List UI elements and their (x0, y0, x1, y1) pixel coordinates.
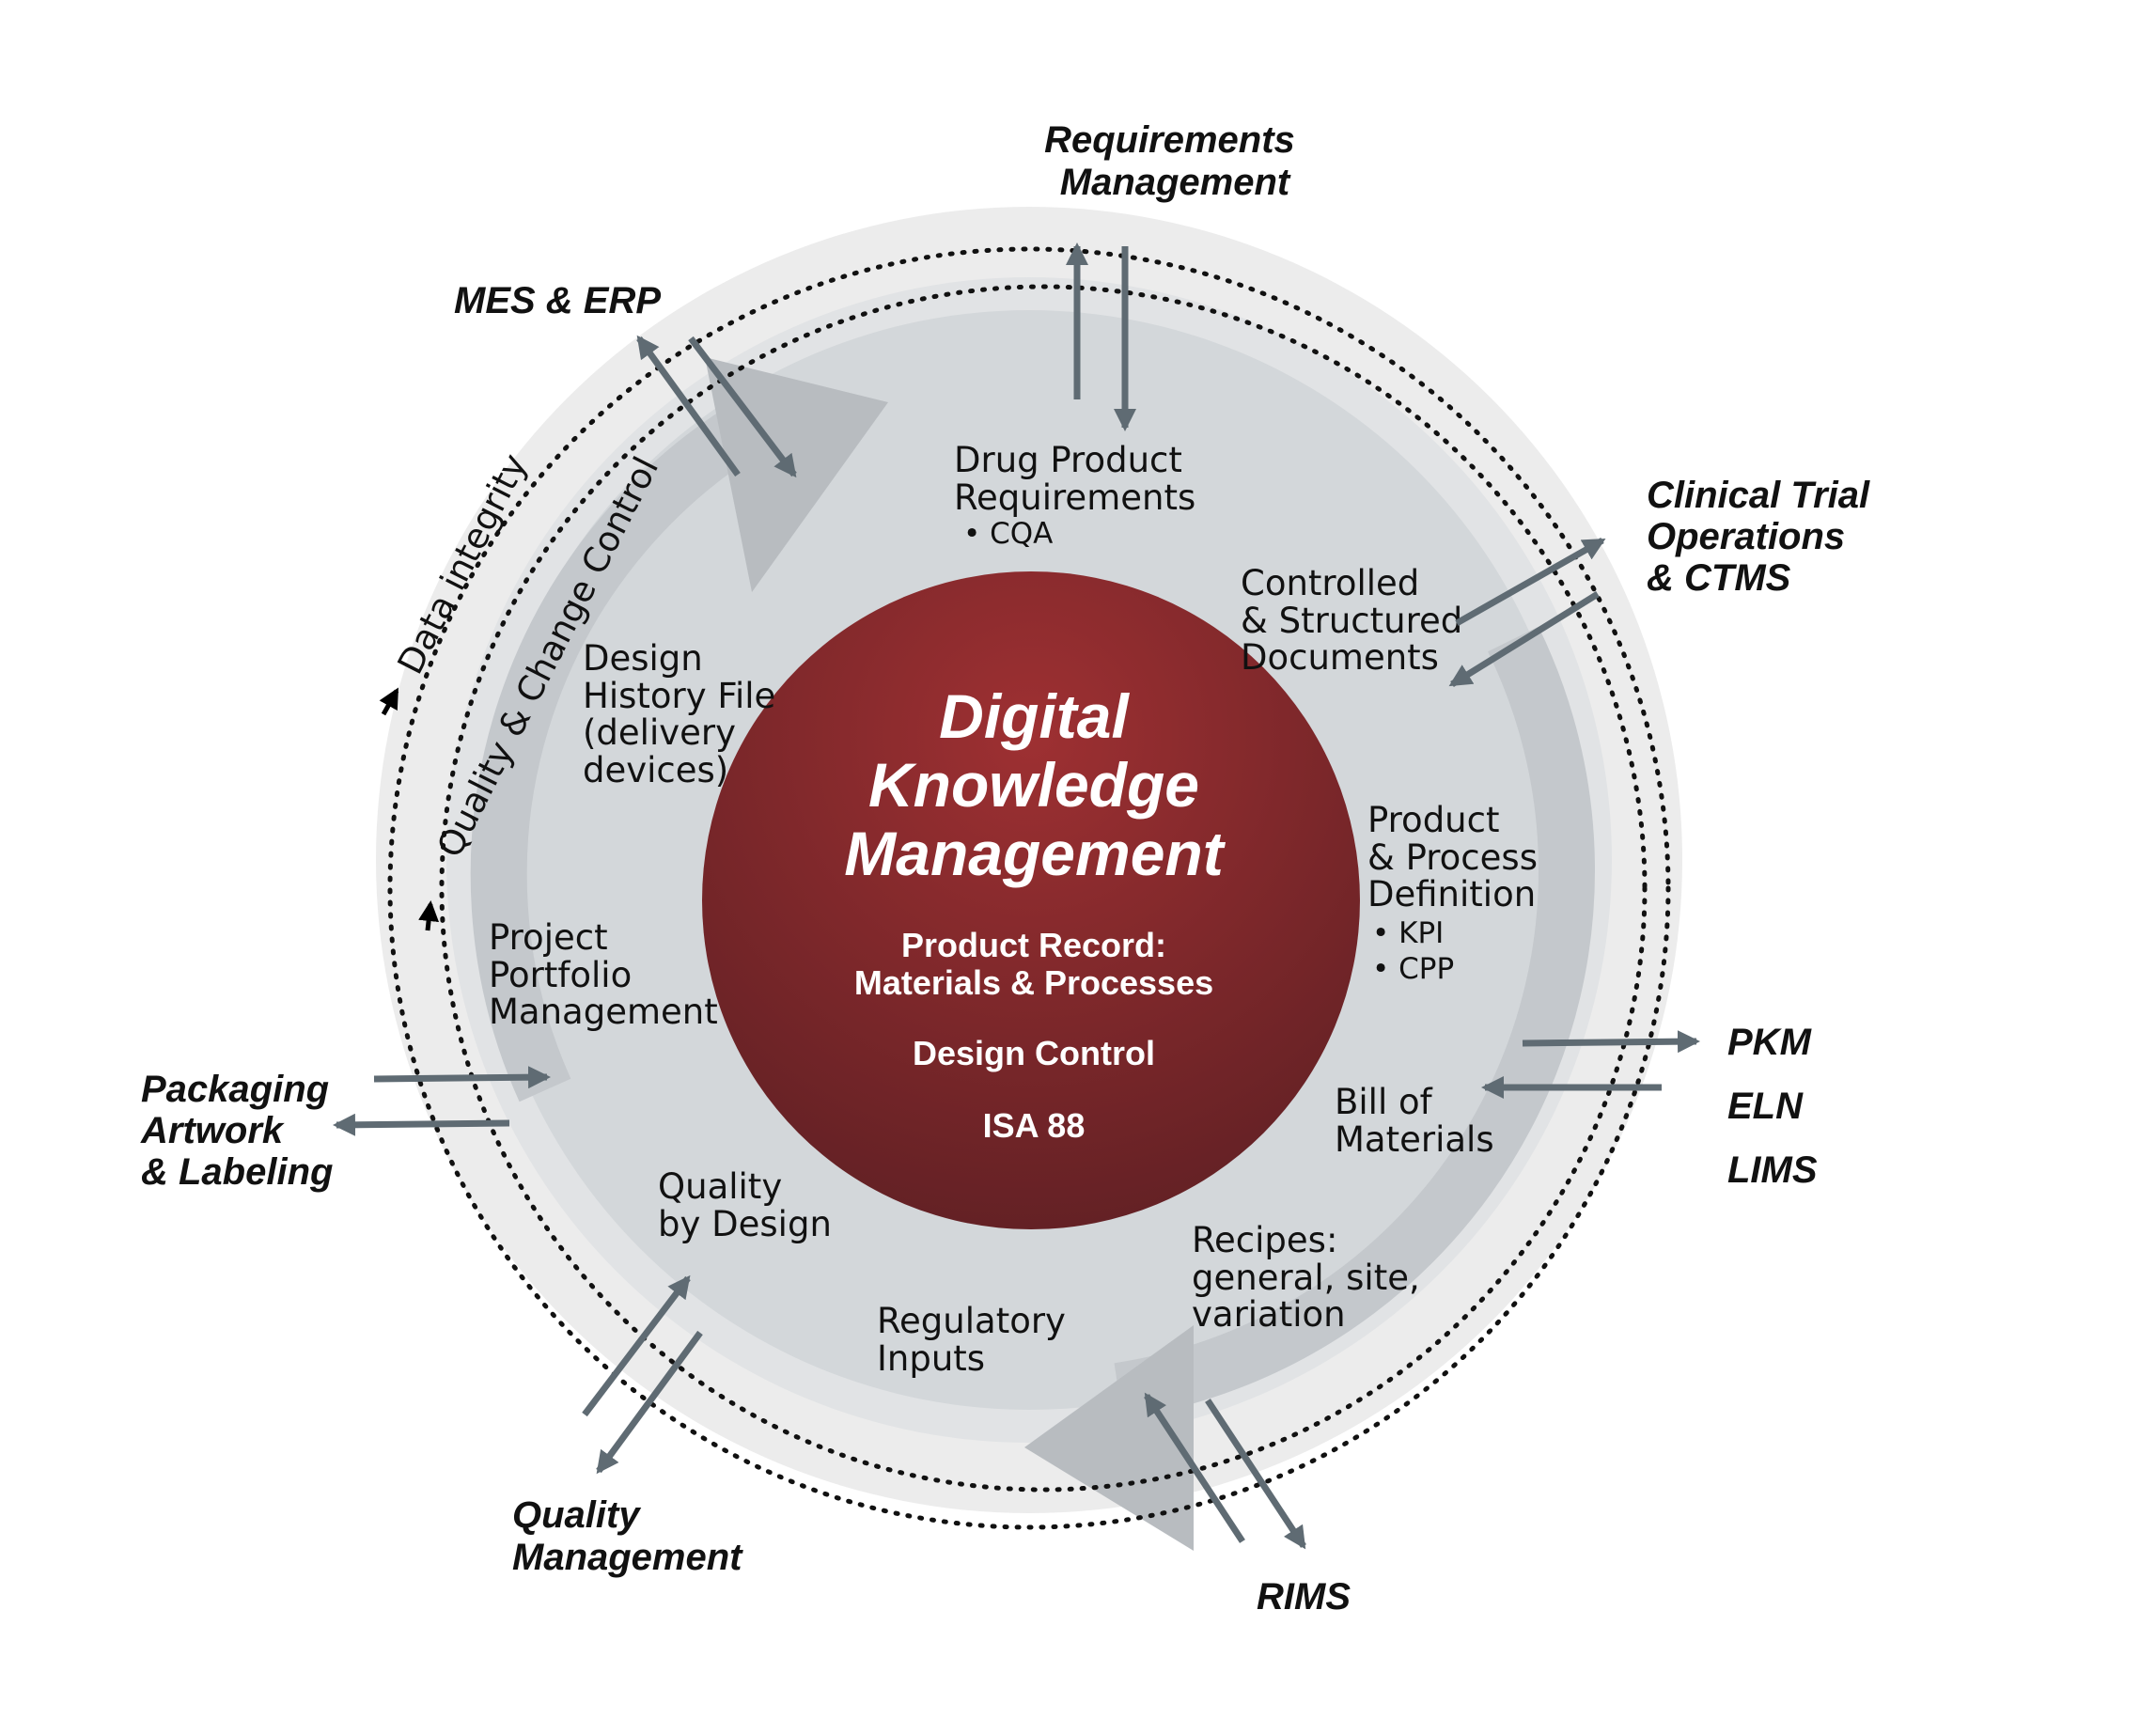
drug-product-label: Drug Product Requirements (954, 440, 1195, 518)
center-title-line-1: Digital (939, 681, 1130, 751)
data-integrity-dotted-ring (387, 246, 1671, 1530)
product-process-label: Product & Process Definition (1367, 800, 1549, 914)
arrow-to-packaging (333, 1113, 510, 1136)
arrow-to-project-portfolio (373, 1066, 551, 1089)
center-sub-line-3: Design Control (913, 1034, 1155, 1072)
center-title-line-3: Management (844, 819, 1226, 888)
cycle-arrow-band-right (1114, 626, 1596, 1419)
qbd-label: Quality by Design (658, 1166, 832, 1244)
arrow-to-rims (1144, 1392, 1245, 1543)
cqa-bullet: • CQA (963, 517, 1053, 551)
arrow-to-clinical (1455, 537, 1606, 627)
center-title-line-2: Knowledge (868, 750, 1199, 820)
dhf-label: Design History File (delivery devices) (583, 638, 787, 790)
connector-arrows (333, 242, 1700, 1550)
clinical-trial-label: Clinical Trial Operations & CTMS (1647, 475, 1880, 599)
bill-materials-label: Bill of Materials (1335, 1082, 1494, 1160)
arrow-from-mes-erp (688, 336, 797, 478)
rims-label: RIMS (1257, 1576, 1351, 1618)
kpi-cpp-bullets: • KPI • CPP (1372, 916, 1454, 986)
cycle-arrowhead-bottom (1024, 1325, 1194, 1551)
quality-change-dotted-ring (439, 284, 1648, 1493)
mes-erp-label: MES & ERP (454, 280, 661, 321)
arrow-to-quality-mgmt (582, 1274, 691, 1417)
packaging-artwork-label: Packaging Artwork & Labeling (140, 1069, 339, 1193)
arrow-to-mes-erp (636, 335, 741, 477)
arrow-from-clinical (1448, 591, 1600, 687)
project-portfolio-label: Project Portfolio Management (489, 917, 718, 1032)
center-sub-line-4: ISA 88 (983, 1106, 1086, 1145)
center-sub-line-2: Materials & Processes (854, 963, 1213, 1002)
controlled-docs-label: Controlled & Structured Documents (1241, 563, 1474, 678)
regulatory-label: Regulatory Inputs (877, 1301, 1077, 1379)
cycle-arrow-band-left (470, 388, 785, 1102)
arrow-from-rims (1205, 1399, 1306, 1550)
requirements-mgmt-label: Requirements Management (1044, 119, 1305, 203)
center-circle (702, 571, 1360, 1229)
center-sub-line-1: Product Record: (901, 926, 1166, 964)
quality-change-arrow (418, 900, 440, 931)
arrow-from-quality-mgmt (596, 1330, 703, 1475)
data-integrity-arrow (379, 687, 399, 716)
quality-mgmt-label: Quality Management (512, 1494, 743, 1578)
arrow-to-pkm (1522, 1030, 1700, 1054)
recipes-label: Recipes: general, site, variation (1192, 1220, 1431, 1335)
pkm-eln-lims-label: PKM ELN LIMS (1727, 1022, 1821, 1191)
